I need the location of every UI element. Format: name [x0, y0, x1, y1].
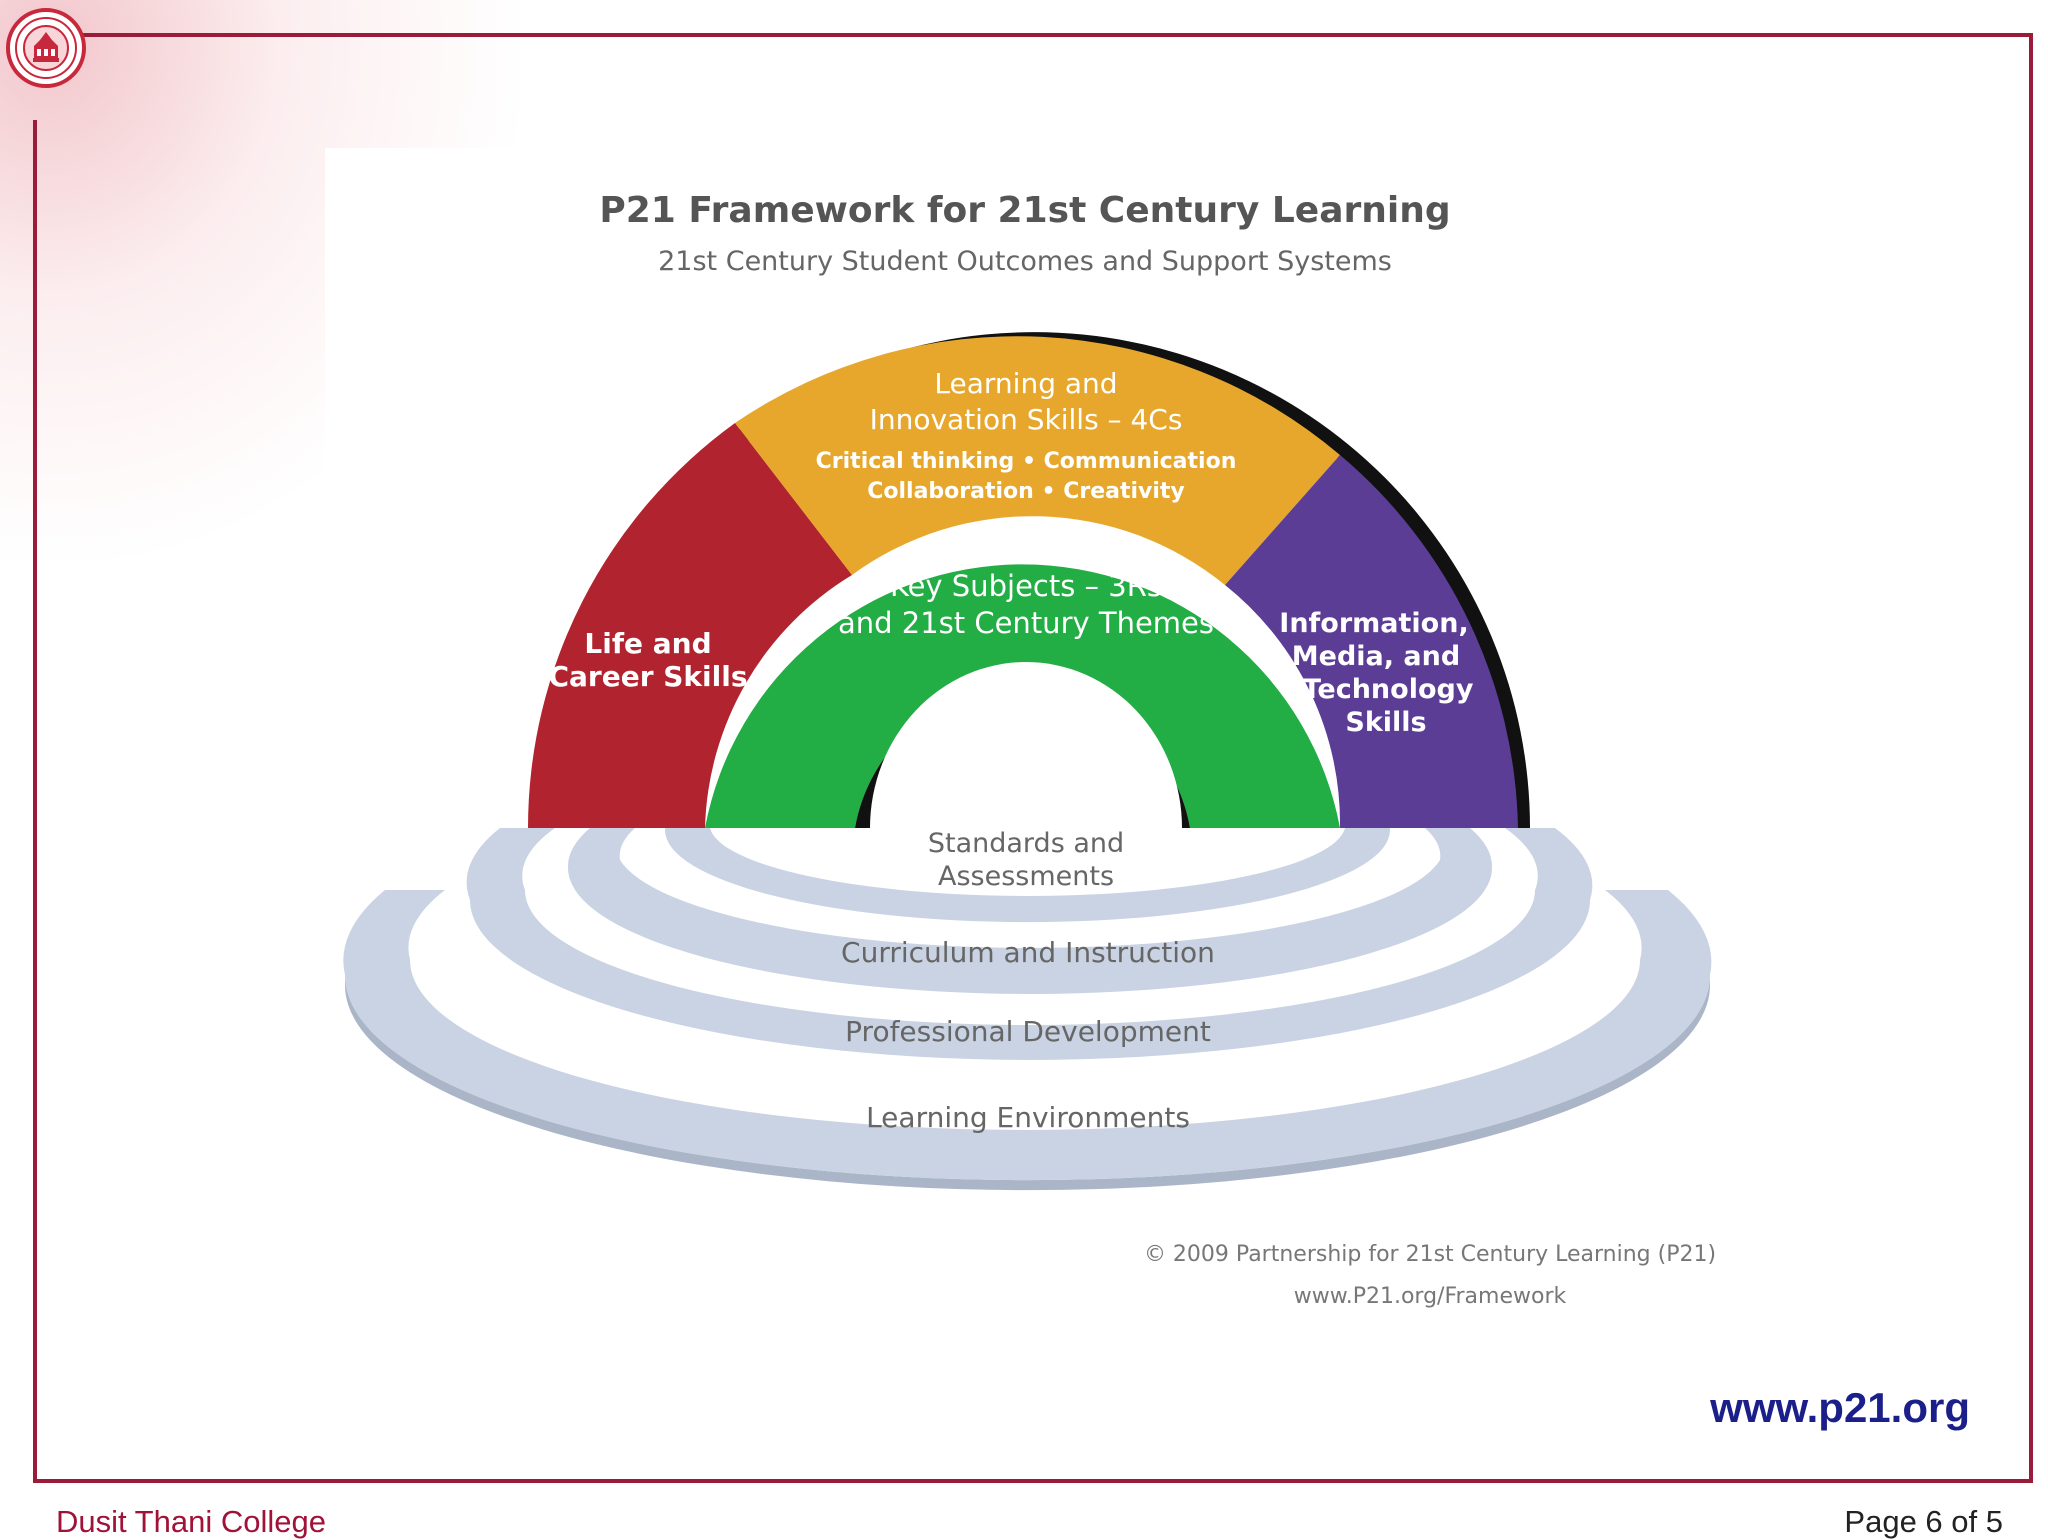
slide-frame-left-edge: [33, 120, 37, 1479]
diagram-framework-url: www.P21.org/Framework: [1293, 1284, 1567, 1309]
label-key-subjects-line2: and 21st Century Themes: [838, 606, 1214, 640]
p21-website-link[interactable]: www.p21.org: [1710, 1384, 1970, 1431]
slide-frame: [33, 33, 2033, 1483]
segment-life-career: [528, 423, 852, 828]
segment-key-subjects: [705, 564, 1340, 828]
label-learning-detail2: Collaboration • Creativity: [867, 479, 1185, 504]
inner-opening: [870, 662, 1182, 828]
label-life-line1: Life and: [584, 627, 711, 660]
footer-college-name: Dusit Thani College: [56, 1504, 326, 1539]
college-seal-logo: [6, 8, 86, 88]
label-info-line2: Media, and: [1292, 641, 1460, 672]
ring-curriculum-instruction: [567, 828, 1493, 994]
label-info-line3: Technology: [1303, 674, 1474, 705]
label-info-line1: Information,: [1279, 608, 1468, 639]
support-rings: [343, 828, 1712, 1191]
segment-learning-innovation: [735, 336, 1340, 585]
diagram-subtitle: 21st Century Student Outcomes and Suppor…: [658, 246, 1392, 277]
label-info-line4: Skills: [1345, 707, 1426, 738]
label-environments: Learning Environments: [866, 1101, 1190, 1134]
label-standards-line2: Assessments: [938, 861, 1114, 892]
label-curriculum: Curriculum and Instruction: [841, 936, 1215, 969]
label-standards-line1: Standards and: [928, 828, 1124, 859]
footer-page-number: Page 6 of 5: [1844, 1504, 2003, 1539]
ring-learning-environments-top: [343, 890, 1712, 1181]
segment-information-media: [1225, 455, 1518, 828]
label-learning-line1: Learning and: [934, 367, 1117, 400]
diagram-title: P21 Framework for 21st Century Learning: [599, 190, 1451, 231]
label-life-line2: Career Skills: [548, 660, 747, 693]
label-key-subjects-line1: Key Subjects – 3Rs: [890, 569, 1162, 603]
label-learning-detail1: Critical thinking • Communication: [816, 449, 1237, 474]
label-professional: Professional Development: [845, 1015, 1211, 1048]
diagram-copyright: © 2009 Partnership for 21st Century Lear…: [1143, 1242, 1717, 1267]
label-learning-line2: Innovation Skills – 4Cs: [870, 403, 1183, 436]
ring-standards-assessments: [665, 828, 1390, 923]
